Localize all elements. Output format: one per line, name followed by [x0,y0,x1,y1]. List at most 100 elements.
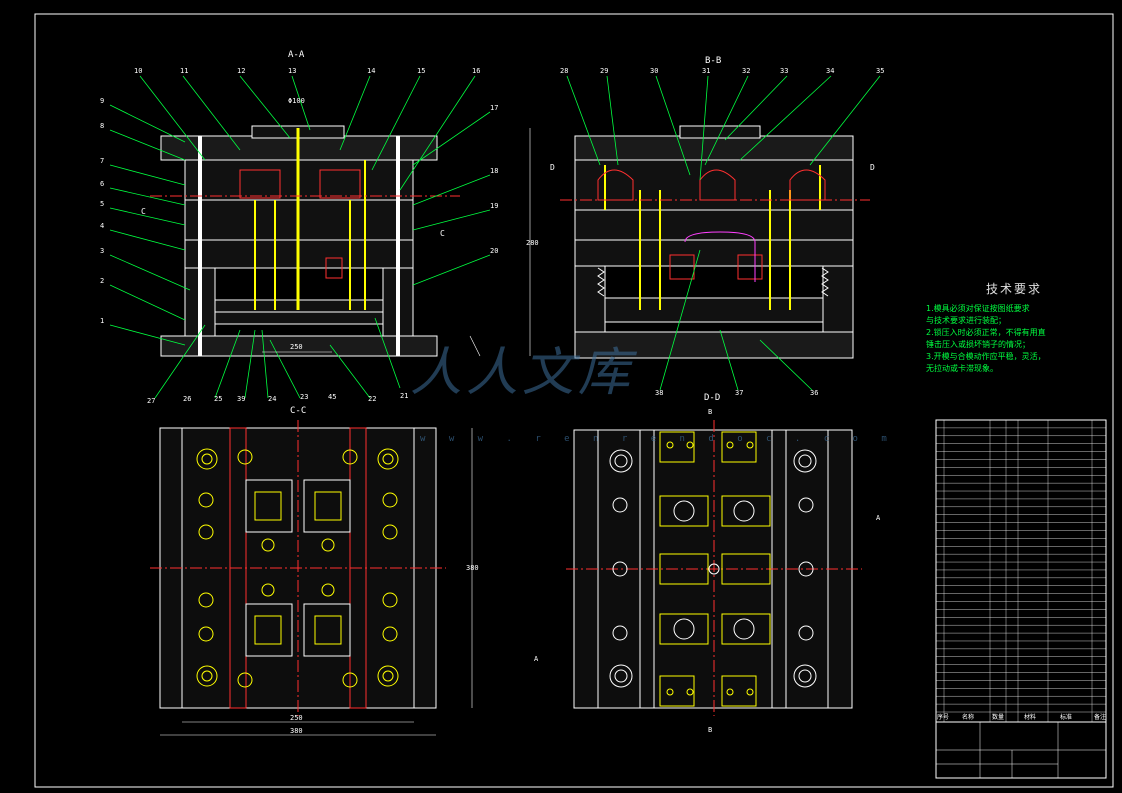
part-number: 16 [472,67,480,75]
sheet-border [34,13,1114,788]
part-number: 20 [490,247,498,255]
view-bb-title: B-B [705,56,721,66]
section-mark-c-right: C [440,229,445,238]
part-number: 33 [780,67,788,75]
tech-item: 无拉动或卡滞现象。 [926,364,998,373]
springs-bb [597,267,829,297]
section-mark-b-bottom: B [708,726,712,734]
part-number: 19 [490,202,498,210]
part-number: 14 [367,67,375,75]
part-number: 24 [268,395,276,403]
spacer-right-bb [822,265,854,333]
cavities-bb [597,169,826,280]
part-number: 39 [237,395,245,403]
part-number: 2 [100,277,104,285]
tech-item: 锤击压入或损坏销子的情况； [926,340,1030,349]
dim-top-dia: Φ100 [288,97,305,105]
part-number: 31 [702,67,710,75]
leaders-bb [566,75,881,391]
dim-cc-inner: 250 [290,714,303,722]
header-qty: 数量 [992,713,1004,721]
part-numbers-bb: 28 29 30 31 32 33 34 35 38 37 36 [560,67,884,397]
part-number: 30 [650,67,658,75]
watermark-logo: 人人文库 [410,343,635,403]
part-number: 21 [400,392,408,400]
runner-bb [684,231,756,282]
tech-item: 2.锁压入时必须正常，不得有用直 [926,328,1046,337]
part-number: 18 [490,167,498,175]
part-number: 35 [876,67,884,75]
clamp-plate-bb [574,135,854,161]
holes-cc [196,448,399,688]
locating-ring-bb [679,125,761,139]
small-holes-dd [666,441,754,696]
parts-list: 序号 名称 数量 材料 标准 备注 [935,419,1107,779]
holes-dd [609,449,817,688]
view-dd: D-D [534,393,881,734]
dims-aa [262,128,531,357]
watermark-url: w w w . r e n r e n d o c . c o m [420,434,896,444]
tech-title: 技术要求 [986,282,1043,296]
part-number: 22 [368,395,376,403]
parts-cc [254,491,342,645]
header-standard: 标准 [1060,713,1072,721]
part-number: 4 [100,222,104,230]
part-number: 23 [300,393,308,401]
cavity-insert [319,169,361,199]
parts-list-frame [935,419,1107,723]
bottom-plate-bb [574,331,854,359]
view-cc: C-C [150,406,479,736]
view-cc-title: C-C [290,406,306,416]
tech-item: 与技术要求进行装配； [926,316,1006,325]
part-number: 15 [417,67,425,75]
section-mark-b-top: B [708,408,712,416]
part-number: 34 [826,67,834,75]
parts-list-header: 序号 名称 数量 材料 标准 备注 [937,713,1106,721]
part-number: 7 [100,157,104,165]
support-plate-bb [574,239,854,267]
cavity-plate-bb [574,159,854,211]
section-mark-d-left: D [550,163,555,172]
spacer-left-bb [574,265,606,333]
section-mark-a-right: A [876,514,881,522]
part-number: 45 [328,393,336,401]
section-mark-a-left: A [534,655,539,663]
stop-block [325,257,343,279]
part-number: 13 [288,67,296,75]
part-number: 1 [100,317,104,325]
tech-item: 1.模具必须对保证按图纸要求 [926,304,1030,313]
part-number: 38 [655,389,663,397]
part-number: 29 [600,67,608,75]
part-number: 12 [237,67,245,75]
part-number: 5 [100,200,104,208]
dim-aa-width: 250 [290,343,303,351]
part-number: 11 [180,67,188,75]
cavity-insert [239,169,281,199]
part-number: 3 [100,247,104,255]
part-number: 8 [100,122,104,130]
technical-requirements: 技术要求 1.模具必须对保证按图纸要求 与技术要求进行装配； 2.锁压入时必须正… [926,280,1106,375]
part-numbers-aa: 10 11 12 13 14 15 16 9 8 7 6 5 4 3 2 1 1… [100,67,498,405]
part-number: 26 [183,395,191,403]
header-index: 序号 [937,713,949,721]
view-bb: B-B D [550,56,884,397]
part-number: 10 [134,67,142,75]
part-number: 6 [100,180,104,188]
ejector-retainer [214,311,384,325]
dim-cc-outer: 380 [290,727,303,735]
part-number: 28 [560,67,568,75]
header-remark: 备注 [1094,713,1106,721]
bottom-clamp-plate [160,335,438,357]
header-material: 材料 [1024,713,1036,721]
inserts-cc [245,479,351,657]
part-number: 9 [100,97,104,105]
inserts-dd [659,431,771,707]
view-aa: A-A [100,50,539,405]
header-name: 名称 [962,713,974,721]
parts-dd [673,500,755,640]
part-number: 25 [214,395,222,403]
dim-aa-height: 280 [526,239,539,247]
part-number: 37 [735,389,743,397]
core-plate-bb [574,209,854,241]
